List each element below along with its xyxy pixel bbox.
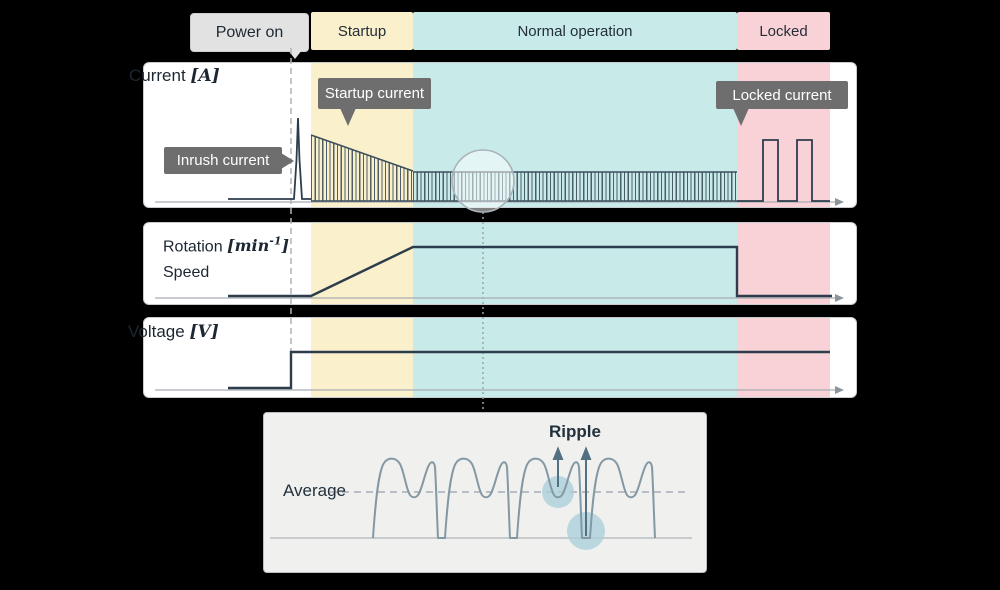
power-on-callout-pointer <box>288 50 302 59</box>
power-on-label: Power on <box>215 23 284 41</box>
inrush-current-label: Inrush current <box>176 152 270 169</box>
voltage-normal-band <box>413 318 737 397</box>
rotation-unit-sup: -1 <box>269 235 282 248</box>
startup-current-callout: Startup current <box>318 78 431 109</box>
rotation-locked-band <box>737 223 830 304</box>
voltage-label-text: Voltage <box>128 322 185 341</box>
rotation-unit-pre: [min <box>227 236 270 256</box>
rotation-label-line1: Rotation <box>163 238 223 256</box>
normal-current-comb <box>413 172 737 201</box>
phase-normal-label: Normal operation <box>517 22 633 40</box>
locked-current-label: Locked current <box>732 86 832 104</box>
rotation-startup-band <box>311 223 413 304</box>
phase-locked-label: Locked <box>759 22 808 40</box>
average-label: Average <box>283 481 347 500</box>
rotation-unit: [min-1] <box>227 235 290 256</box>
locked-callout-pointer <box>733 108 749 126</box>
voltage-axis-label: Voltage [V] <box>128 322 219 342</box>
rotation-normal-band <box>413 223 737 304</box>
inrush-callout-pointer <box>281 153 294 169</box>
startup-callout-pointer <box>340 108 356 126</box>
rotation-axis-label: Rotation [min-1] Speed <box>163 229 289 286</box>
rotation-label-line2: Speed <box>163 264 210 282</box>
rotation-unit-post: ] <box>281 236 290 256</box>
voltage-locked-band <box>737 318 830 397</box>
current-unit: [A] <box>190 66 220 86</box>
current-label-text: Current <box>129 66 186 85</box>
phase-startup-label: Startup <box>337 22 387 40</box>
phase-band-startup: Startup <box>311 12 413 50</box>
startup-current-label: Startup current <box>324 85 425 102</box>
phase-band-locked: Locked <box>737 12 830 50</box>
voltage-startup-band <box>311 318 413 397</box>
inrush-current-callout: Inrush current <box>164 147 282 174</box>
current-axis-label: Current [A] <box>129 66 220 86</box>
power-on-callout: Power on <box>190 13 309 52</box>
locked-current-callout: Locked current <box>716 81 848 109</box>
phase-band-normal-operation: Normal operation <box>413 12 737 50</box>
voltage-panel <box>143 317 857 398</box>
voltage-unit: [V] <box>189 322 219 342</box>
ripple-title: Ripple <box>549 422 601 441</box>
